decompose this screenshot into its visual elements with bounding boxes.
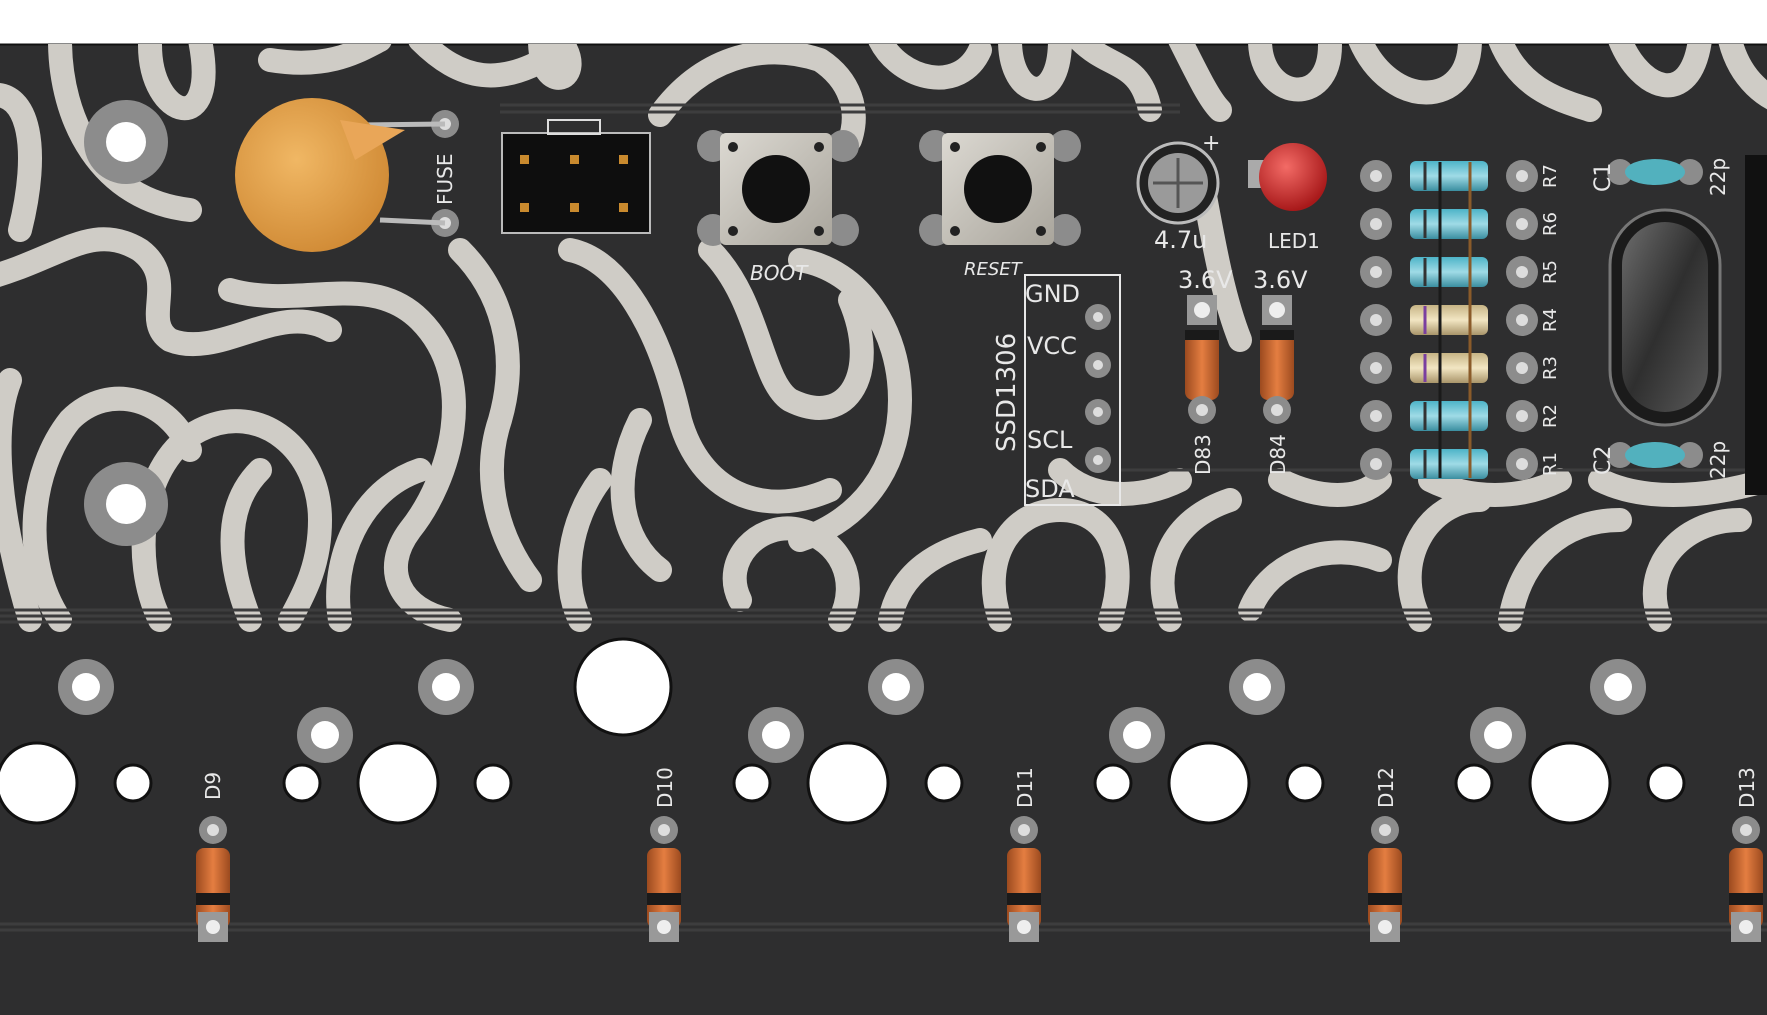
right-connector: [1745, 155, 1767, 495]
resistor-label-r1: R1: [1540, 452, 1561, 476]
traces: [0, 103, 1767, 932]
resistor-label-r4: R4: [1540, 308, 1561, 332]
switch-footprints: [0, 637, 1686, 825]
oled-header: GND VCC SCL SDA SSD1306: [992, 274, 1121, 506]
zener-diode-d84: 3.6V D84: [1253, 266, 1308, 475]
zener-1-label: D83: [1191, 434, 1215, 475]
resistor-label-r2: R2: [1540, 404, 1561, 428]
resistor-label-r5: R5: [1540, 260, 1561, 284]
capacitor-4-7u: + 4.7u: [1136, 131, 1220, 254]
d9-label: D9: [201, 772, 225, 800]
row-diode-d13: D13: [1729, 767, 1763, 942]
oled-sda-label: SDA: [1025, 475, 1075, 503]
led-label: LED1: [1268, 229, 1320, 253]
c2-label: C2: [1591, 446, 1616, 475]
row-diode-d10: D10: [647, 767, 681, 942]
copper-pour-pattern: [0, 44, 1767, 632]
reset-label: RESET: [964, 259, 1024, 280]
oled-vcc-label: VCC: [1027, 332, 1077, 360]
row-diode-d12: D12: [1368, 767, 1402, 942]
capacitor-c2: C2 22p: [1591, 441, 1730, 479]
d12-label: D12: [1374, 767, 1398, 808]
fuse-body: [235, 98, 389, 252]
resistor-label-r6: R6: [1540, 212, 1561, 236]
c2-value: 22p: [1706, 441, 1730, 479]
cap-plus-label: +: [1202, 131, 1220, 156]
oled-scl-label: SCL: [1027, 426, 1073, 454]
oled-gnd-label: GND: [1025, 280, 1080, 308]
d10-label: D10: [653, 767, 677, 808]
cap-value-label: 4.7u: [1154, 226, 1207, 254]
d11-label: D11: [1013, 767, 1037, 808]
resistor-label-r7: R7: [1540, 164, 1561, 188]
row-diodes: D9 D10 D11 D12 D13: [196, 767, 1763, 942]
d13-label: D13: [1735, 767, 1759, 808]
resistor-label-r3: R3: [1540, 356, 1561, 380]
mounting-holes: [84, 100, 168, 546]
boot-button[interactable]: BOOT: [697, 130, 859, 285]
boot-label: BOOT: [750, 261, 809, 285]
crystal: [1608, 208, 1722, 427]
reset-button[interactable]: RESET: [919, 130, 1081, 280]
oled-module-label: SSD1306: [992, 333, 1022, 452]
led1: LED1: [1248, 143, 1327, 253]
header-connector: [501, 119, 651, 234]
fuse-label: FUSE: [433, 154, 457, 205]
c1-value: 22p: [1706, 158, 1730, 196]
zener-diode-d83: 3.6V D83: [1178, 266, 1233, 475]
fuse: FUSE: [235, 98, 459, 252]
row-diode-d11: D11: [1007, 767, 1041, 942]
zener-2-value: 3.6V: [1253, 266, 1308, 294]
row-diode-d9: D9: [196, 772, 230, 942]
capacitor-c1: C1 22p: [1591, 158, 1730, 196]
resistor-array: R7 R6 R5 R4 R3: [1360, 160, 1561, 480]
c1-label: C1: [1591, 163, 1616, 192]
zener-2-label: D84: [1266, 434, 1290, 475]
zener-1-value: 3.6V: [1178, 266, 1233, 294]
